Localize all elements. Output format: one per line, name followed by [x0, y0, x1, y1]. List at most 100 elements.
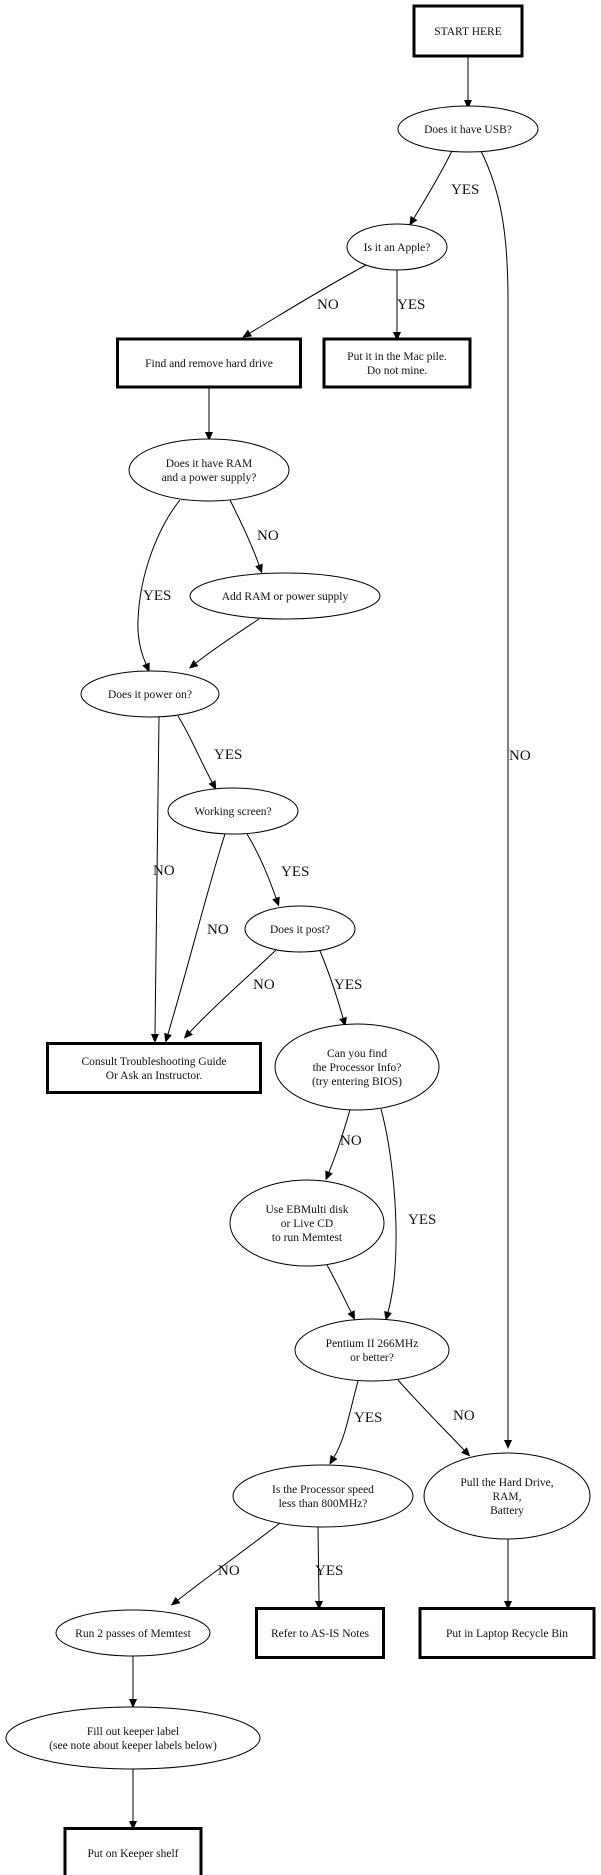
edge-label-yes: YES — [397, 297, 425, 313]
node-text-line: Fill out keeper label — [87, 1726, 179, 1738]
node-text-line: (see note about keeper labels below) — [49, 1740, 217, 1752]
node-text-line: Working screen? — [194, 806, 271, 818]
arrowhead-icon — [188, 659, 199, 669]
edge-label-no: NO — [509, 748, 531, 764]
edge-line — [333, 1380, 359, 1458]
node-text-line: to run Memtest — [272, 1232, 343, 1244]
edge-label-no: NO — [317, 297, 339, 313]
node-text-line: or better? — [350, 1352, 394, 1364]
arrowhead-icon — [393, 332, 401, 341]
edge-line — [328, 1109, 351, 1173]
edge-pentium-to-speed800 — [329, 1380, 359, 1465]
edge-line — [177, 715, 213, 783]
edge-line — [167, 833, 226, 1035]
edge-speed800-to-as_is — [315, 1526, 323, 1610]
node-text-line: Is it an Apple? — [364, 242, 431, 254]
arrowhead-icon — [464, 100, 472, 109]
node-ellipse — [229, 1179, 385, 1267]
arrowhead-icon — [164, 1032, 172, 1043]
node-recycle: Put in Laptop Recycle Bin — [418, 1607, 596, 1659]
node-ellipse — [346, 223, 448, 271]
node-text-line: RAM, — [492, 1491, 521, 1503]
node-box — [63, 1827, 203, 1875]
arrowhead-icon — [329, 1454, 338, 1465]
edge-post-to-consult — [183, 949, 277, 1039]
edge-label-yes: YES — [408, 1212, 436, 1228]
node-box — [418, 1607, 596, 1659]
node-as-is: Refer to AS-IS Notes — [255, 1607, 385, 1659]
node-text-line: Battery — [490, 1505, 524, 1517]
edge-start-to-usb — [464, 56, 472, 109]
edge-add_ram-to-power_on — [188, 618, 260, 669]
node-text-line: Or Ask an Instructor. — [106, 1070, 203, 1082]
edge-label-no: NO — [218, 1563, 240, 1579]
edge-line — [413, 150, 453, 219]
edge-usb-to-pull_hd — [480, 150, 512, 1449]
edge-pull_hd-to-recycle — [504, 1539, 512, 1610]
node-ellipse — [128, 438, 290, 502]
node-ellipse — [244, 905, 356, 953]
arrowhead-icon — [129, 1699, 137, 1708]
edge-screen-to-post — [246, 833, 280, 907]
node-text-line: Consult Troubleshooting Guide — [81, 1056, 226, 1068]
edge-line — [177, 1522, 281, 1601]
node-ellipse — [55, 1609, 211, 1657]
arrowhead-icon — [255, 563, 263, 574]
node-text-line: Does it have RAM — [166, 458, 253, 470]
edge-line — [229, 499, 260, 566]
edge-line — [189, 949, 277, 1033]
arrowhead-icon — [504, 1601, 512, 1610]
node-keeper-shelf: Put on Keeper shelf — [63, 1827, 203, 1875]
node-text-line: Can you find — [327, 1048, 387, 1060]
node-text-line: less than 800MHz? — [279, 1498, 368, 1510]
node-box — [322, 337, 472, 389]
arrowhead-icon — [129, 1821, 137, 1830]
node-text-line: (try entering BIOS) — [312, 1076, 402, 1088]
arrowhead-icon — [384, 1310, 392, 1321]
edge-label-no: NO — [257, 528, 279, 544]
node-box — [116, 337, 302, 389]
node-text-line: Find and remove hard drive — [145, 358, 273, 370]
arrowhead-icon — [347, 1310, 356, 1321]
edge-remove_hd-to-ram_ps — [205, 387, 213, 441]
edge-usb-to-apple — [409, 150, 453, 226]
edge-memtest-to-keeper_label — [129, 1656, 137, 1708]
arrowhead-icon — [142, 662, 150, 673]
node-ellipse — [167, 787, 299, 835]
arrowhead-icon — [183, 1029, 193, 1039]
node-box — [46, 1042, 262, 1094]
node-text-line: Put on Keeper shelf — [87, 1848, 178, 1860]
node-text-line: or Live CD — [281, 1218, 333, 1230]
edge-ram_ps-to-power_on — [137, 499, 181, 673]
arrowhead-icon — [242, 329, 253, 338]
node-usb: Does it have USB? — [397, 105, 539, 153]
node-text-line: and a power supply? — [162, 472, 257, 484]
edge-line — [397, 1379, 465, 1451]
node-text-line: Pentium II 266MHz — [326, 1338, 419, 1350]
arrowhead-icon — [272, 896, 280, 907]
node-remove-hd: Find and remove hard drive — [116, 337, 302, 389]
edge-label-no: NO — [153, 863, 175, 879]
node-ram-ps: Does it have RAM and a power supply? — [128, 438, 290, 502]
edge-ebmulti-to-pentium — [326, 1264, 356, 1321]
node-text-line: Do not mine. — [367, 365, 427, 377]
node-ellipse — [397, 105, 539, 153]
edge-line — [195, 618, 260, 664]
edge-label-yes: YES — [315, 1563, 343, 1579]
node-post: Does it post? — [244, 905, 356, 953]
arrowhead-icon — [461, 1447, 471, 1457]
edge-apple-to-mac_pile — [393, 270, 401, 341]
node-mac-pile: Put it in the Mac pile.Do not mine. — [322, 337, 472, 389]
edge-power_on-to-consult — [151, 716, 160, 1043]
edge-apple-to-remove_hd — [242, 264, 367, 338]
arrowhead-icon — [170, 1596, 181, 1606]
arrowhead-icon — [409, 215, 418, 226]
edge-label-yes: YES — [214, 747, 242, 763]
edge-line — [154, 716, 160, 1035]
node-text-line: Refer to AS-IS Notes — [271, 1628, 370, 1640]
arrowhead-icon — [315, 1600, 323, 1610]
edge-line — [317, 1526, 320, 1602]
